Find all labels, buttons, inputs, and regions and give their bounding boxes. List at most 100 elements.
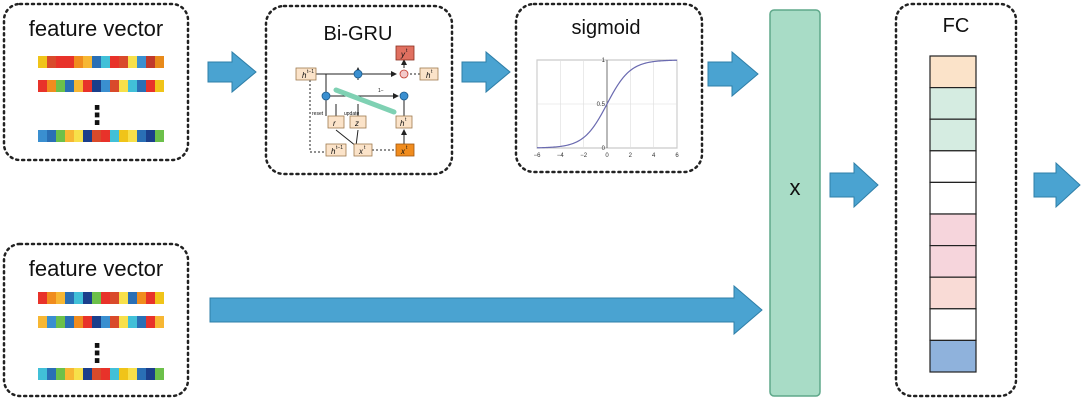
arrow-fc-output [1033,161,1081,209]
top-feature-vector-cell [56,80,65,92]
top-feature-vector-cell [155,80,164,92]
fc-box: FC [894,2,1018,398]
bottom-feature-vector-cell [128,368,137,380]
bottom-feature-vector-cell [47,316,56,328]
top-feature-vector-cell [47,80,56,92]
top-feature-vector-cell [92,56,101,68]
gru-h-out-label: h [426,71,431,80]
sigmoid-x-tick-label: −6 [534,153,542,159]
top-feature-vector-cell [101,130,110,142]
bottom-feature-vector-cell [56,368,65,380]
sigmoid-x-tick-label: −4 [557,153,565,159]
top-feature-vector-cell [137,56,146,68]
bottom-feature-vector-cell [119,368,128,380]
sigmoid-curve [536,59,678,149]
gru-r-label: r [333,119,336,128]
top-feature-vector-cell [110,56,119,68]
bottom-feature-vector-cell [119,292,128,304]
top-feature-vector-cell [146,130,155,142]
gru-h-prev-label: h [302,71,307,80]
gru-y-out-sup: t [406,48,408,54]
fc-neuron-cell [929,276,977,310]
sigmoid-x-tick-label: 0 [605,153,609,159]
top-feature-vector-cell [83,130,92,142]
top-feature-vector-cell [128,130,137,142]
bottom-feature-vector-cell [65,316,74,328]
bottom-feature-vector-cell [74,316,83,328]
top-feature-vector-cell [146,56,155,68]
gru-h-tilde-sup: t [405,117,407,123]
top-feature-vector-cell [74,80,83,92]
bottom-feature-vector-cell [92,316,101,328]
top-feature-vector-cell [65,80,74,92]
arrow-feature-to-bigru [207,50,257,94]
top-feature-vector-cell [155,56,164,68]
top-feature-vector-cell [92,130,101,142]
fc-neuron-cell [929,118,977,152]
sigmoid-x-tick-label: 2 [629,153,633,159]
top-feature-vector-cell [110,80,119,92]
bottom-feature-vector-cell [47,368,56,380]
arrow-feature-to-multiply-long [209,284,763,336]
top-feature-vector-cell [155,130,164,142]
bigru-title: Bi-GRU [324,23,393,45]
bottom-feature-vector-row [38,368,164,380]
top-feature-vector-cell [119,80,128,92]
fc-neuron-cell [929,55,977,89]
arrow-bigru-to-sigmoid [461,50,511,94]
top-feature-vector-cell [137,80,146,92]
bottom-feature-vector-cell [155,316,164,328]
bottom-feature-vector-cell [137,292,146,304]
bottom-feature-vector-cell [74,292,83,304]
bottom-feature-vector-cell [110,292,119,304]
top-feature-vector-cell [119,56,128,68]
bottom-feature-vector-cell [56,292,65,304]
top-feature-vector-cell [56,56,65,68]
gru-x-orange-sup: t [406,145,408,151]
bottom-feature-vector-cell [137,368,146,380]
bottom-feature-vector-cell [146,368,155,380]
gru-y-out-label: y [400,50,406,59]
top-feature-vector-cell [92,80,101,92]
fc-neuron-cell [929,86,977,120]
bottom-feature-vector-cell [155,292,164,304]
gru-cell-diagram: h t−1 h t y t 1− reset update r z h t h … [295,45,439,157]
bottom-feature-vector-title: feature vector [29,256,164,281]
top-feature-vector-cell [128,80,137,92]
bottom-feature-vector-cell [119,316,128,328]
top-feature-vector-ellipsis: ⋮ [84,100,110,130]
sigmoid-y-tick-label: 1 [602,58,606,64]
fc-neuron-cell [929,308,977,341]
bottom-feature-vector-box: feature vector ⋮ [2,242,190,398]
bottom-feature-vector-cell [83,292,92,304]
bottom-feature-vector-cell [92,368,101,380]
top-feature-vector-cell [101,80,110,92]
gru-x-bottom-label: x [358,147,364,156]
top-feature-vector-cell [47,56,56,68]
top-feature-vector-cell [38,130,47,142]
bottom-feature-vector-cell [110,368,119,380]
sigmoid-x-tick-label: −2 [580,153,588,159]
bottom-feature-vector-rows [38,292,164,380]
gru-reset-label: reset [312,111,324,117]
top-feature-vector-cell [65,130,74,142]
fc-neuron-cell [929,181,977,215]
bottom-feature-vector-cell [56,316,65,328]
bottom-feature-vector-cell [38,316,47,328]
sigmoid-x-tick-label: 4 [652,153,656,159]
bottom-feature-vector-cell [155,368,164,380]
sigmoid-title: sigmoid [572,17,641,39]
arrow-sigmoid-to-multiply [707,50,759,98]
top-feature-vector-title: feature vector [29,16,164,41]
bottom-feature-vector-row [38,316,164,328]
bottom-feature-vector-cell [146,292,155,304]
top-feature-vector-cell [83,56,92,68]
top-feature-vector-rows [38,56,164,142]
bottom-feature-vector-cell [128,292,137,304]
top-feature-vector-cell [110,130,119,142]
top-feature-vector-row [38,56,164,68]
top-feature-vector-cell [146,80,155,92]
top-feature-vector-row [38,80,164,92]
